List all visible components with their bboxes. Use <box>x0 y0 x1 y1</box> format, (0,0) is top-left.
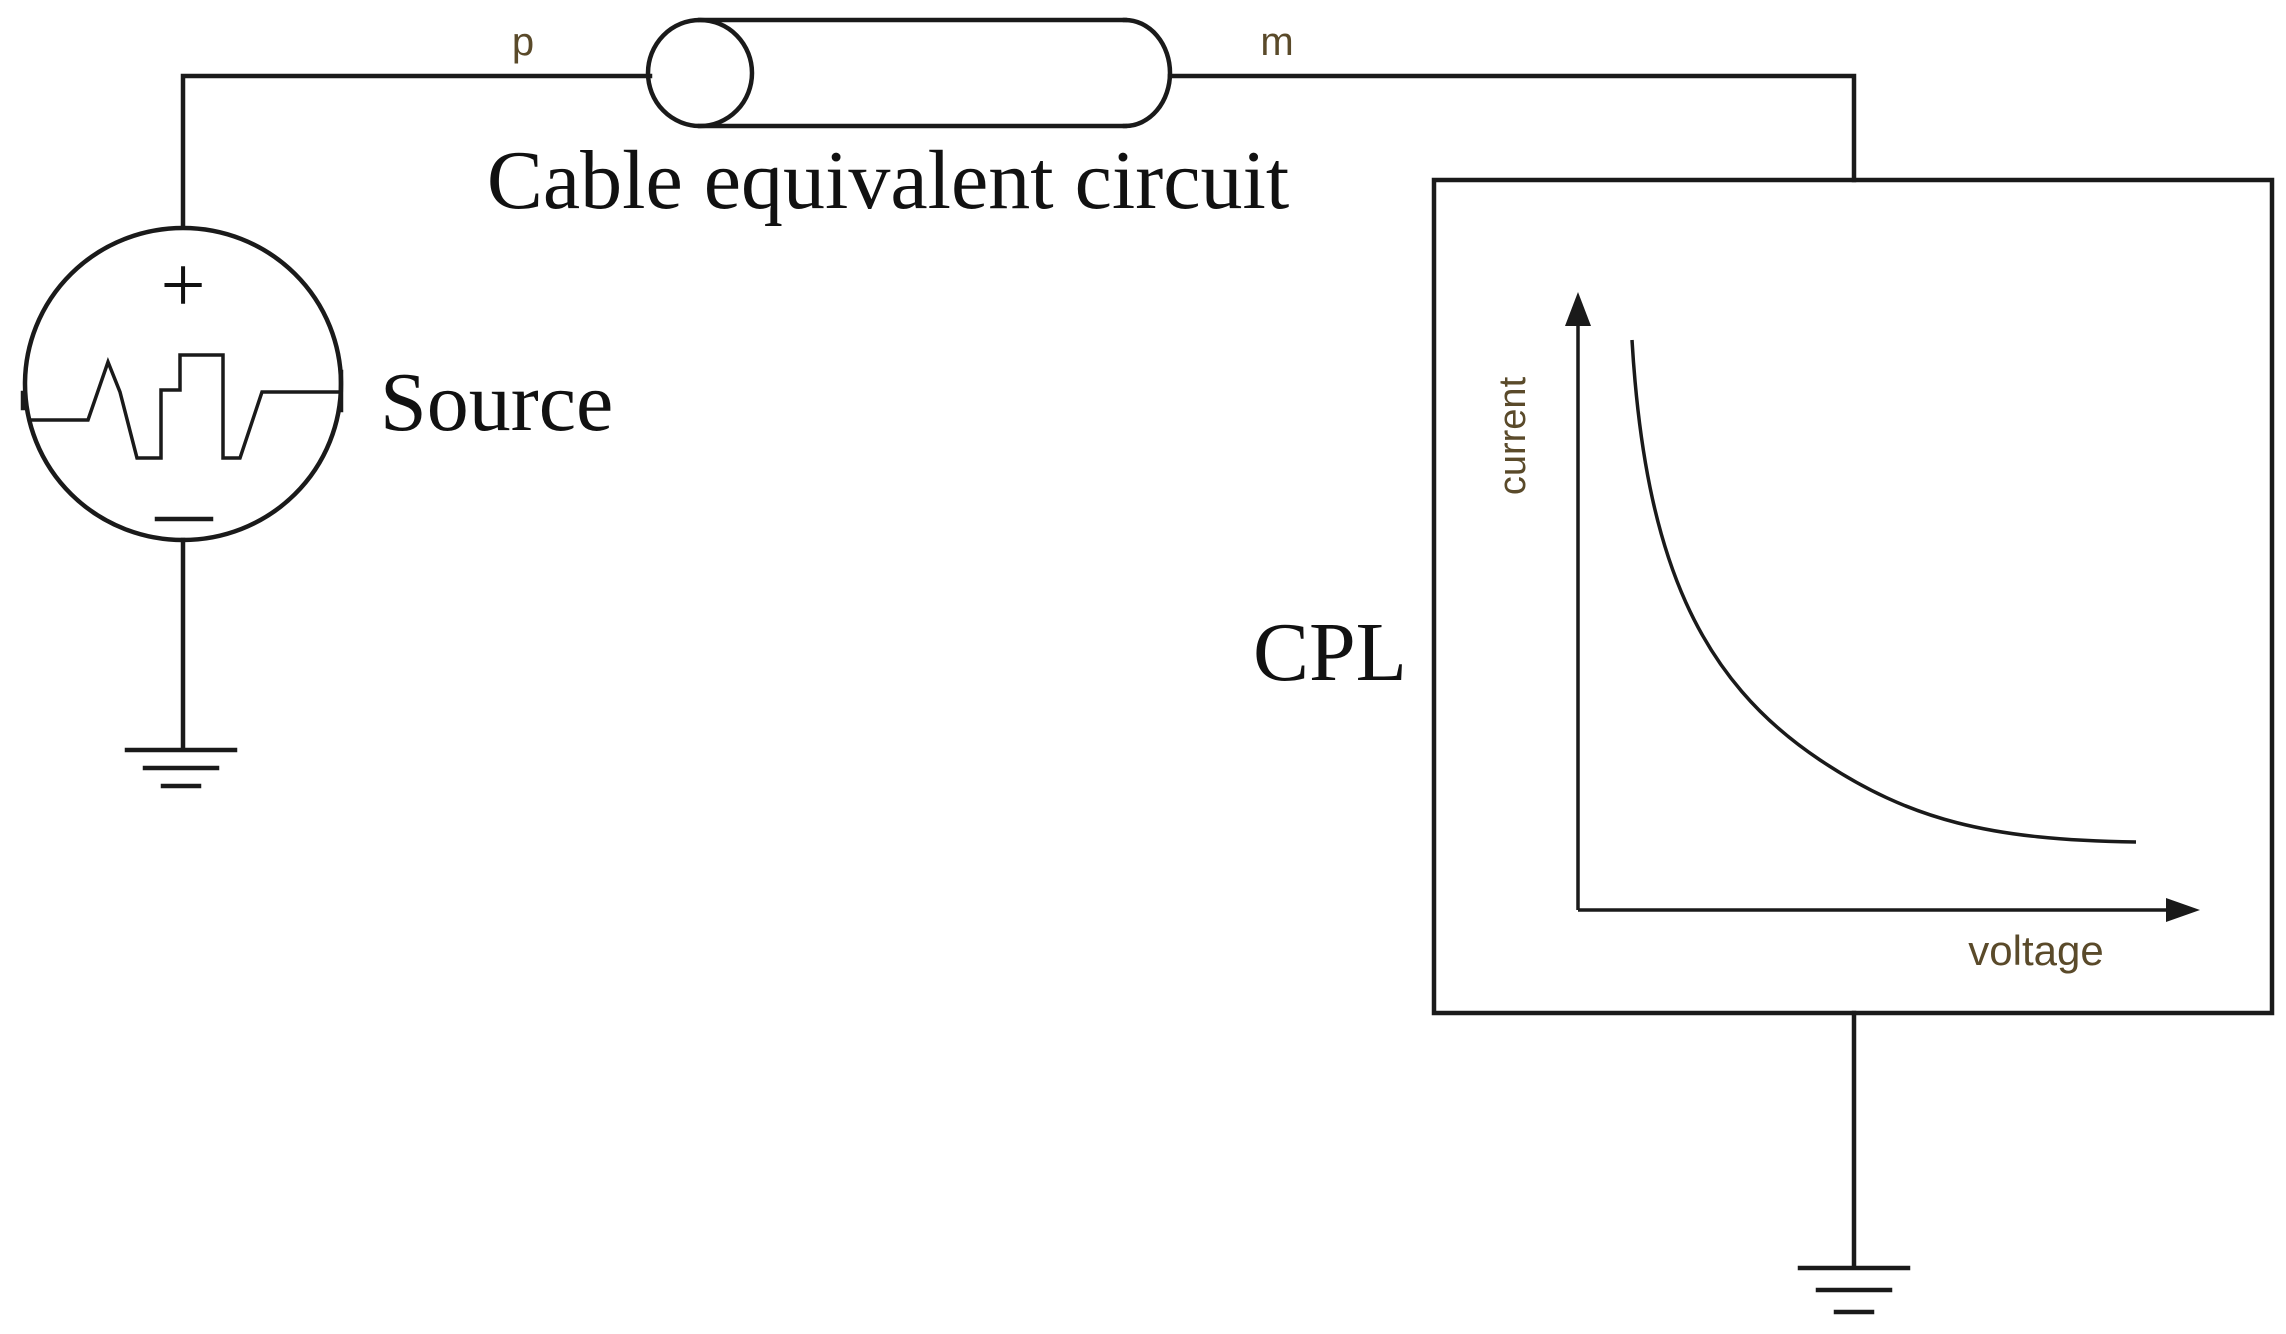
wire-cable-to-cpl <box>1167 73 1857 183</box>
voltage-axis-arrow-icon <box>2166 898 2200 922</box>
ground-symbol-left <box>124 747 238 789</box>
current-axis-label: current <box>1492 376 1534 495</box>
cable-symbol <box>645 17 1173 129</box>
source-waveform <box>28 353 341 460</box>
cpl-characteristic-plot: current voltage <box>1492 292 2200 974</box>
source-plus-sign: + <box>160 242 205 330</box>
constant-power-curve <box>1630 339 2137 844</box>
cable-label: Cable equivalent circuit <box>487 134 1289 227</box>
cpl-label: CPL <box>1253 606 1407 699</box>
wire-source-to-cable <box>180 73 653 228</box>
node-p-label: p <box>512 20 534 64</box>
voltage-axis-label: voltage <box>1968 927 2103 974</box>
source-label: Source <box>380 356 613 449</box>
ground-symbol-right <box>1797 1265 1911 1315</box>
node-m-label: m <box>1260 20 1293 64</box>
cpl-box <box>1431 177 2275 1016</box>
current-axis-arrow-icon <box>1565 292 1591 326</box>
